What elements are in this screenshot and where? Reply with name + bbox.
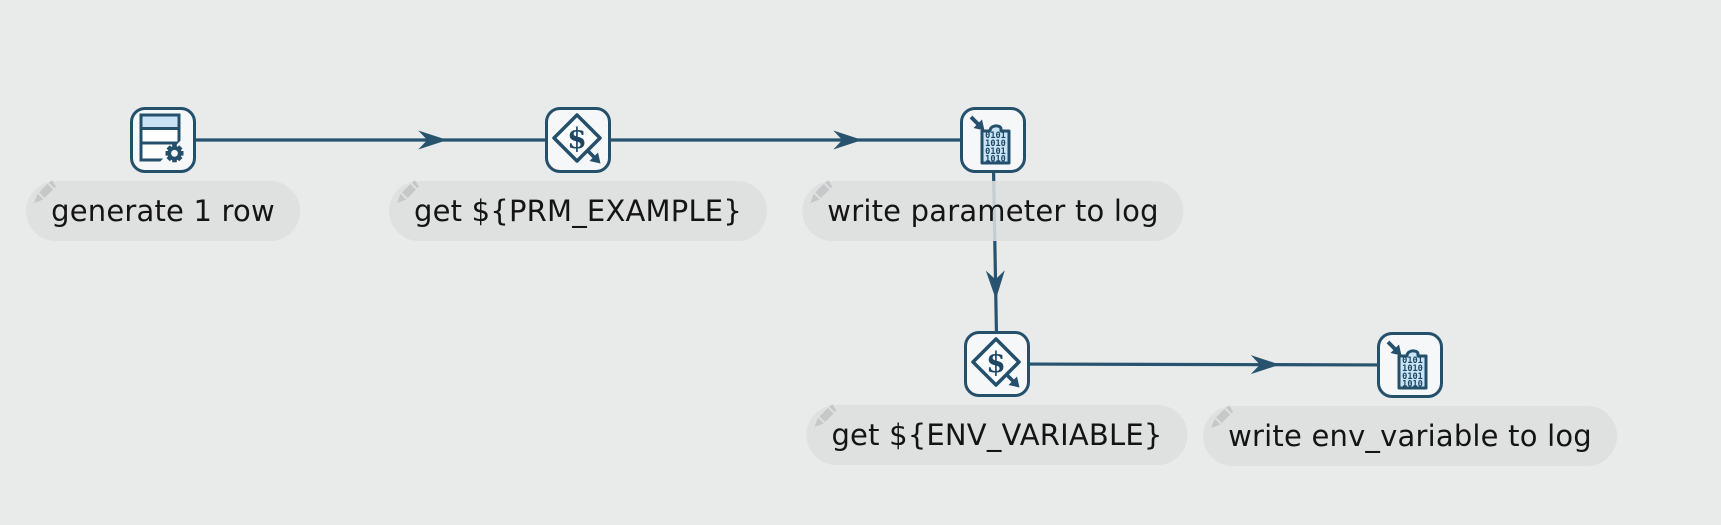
write-to-log-icon: 0101 1010 0101 1010 [969,115,1011,165]
svg-text:0101: 0101 [985,147,1006,157]
hop-arrowhead [1250,355,1280,375]
hop-arrowhead [833,130,863,150]
svg-text:$: $ [567,122,586,155]
write-to-log-icon: 0101 1010 0101 1010 [1386,340,1428,390]
step-label-generate-1-row[interactable]: generate 1 row [26,180,300,241]
step-label-text: write parameter to log [827,194,1159,228]
arrow-down-right-icon [1004,372,1020,388]
step-label-text: get ${PRM_EXAMPLE} [414,194,742,228]
arrow-down-right-icon [1386,340,1402,356]
data-grid-gear-icon [139,113,184,163]
step-label-text: get ${ENV_VARIABLE} [831,418,1163,452]
step-write-parameter-to-log[interactable]: 0101 1010 0101 1010 [960,107,1026,173]
step-generate-1-row[interactable] [130,107,196,173]
step-label-write-env-variable-to-log[interactable]: write env_variable to log [1203,405,1617,466]
step-label-text: write env_variable to log [1228,419,1592,453]
svg-text:1010: 1010 [985,155,1006,165]
hop-connector[interactable] [1029,355,1378,375]
step-label-get-env-variable[interactable]: get ${ENV_VARIABLE} [806,404,1188,465]
hop-connector[interactable] [196,130,545,150]
get-variable-icon: $ [552,113,602,164]
svg-text:1010: 1010 [1402,364,1423,374]
arrow-down-right-icon [969,115,985,131]
step-label-write-parameter-to-log[interactable]: write parameter to log [802,180,1184,241]
svg-text:$: $ [986,346,1005,379]
svg-text:0101: 0101 [1402,372,1423,382]
arrow-down-right-icon [585,148,601,164]
step-get-prm-example[interactable]: $ [545,107,611,173]
get-variable-icon: $ [971,337,1021,388]
pencil-edit-icon [1211,405,1234,428]
hop-arrowhead [985,270,1005,300]
step-get-env-variable[interactable]: $ [964,331,1030,397]
hop-arrowhead [418,130,448,150]
pencil-edit-icon [34,180,57,203]
hop-connector[interactable] [611,130,960,150]
step-write-env-variable-to-log[interactable]: 0101 1010 0101 1010 [1377,332,1443,398]
step-label-text: generate 1 row [51,194,275,228]
pencil-edit-icon [397,180,420,203]
svg-text:0101: 0101 [985,131,1006,141]
svg-text:1010: 1010 [985,139,1006,149]
pencil-edit-icon [814,404,837,427]
gear-icon [165,144,184,163]
pencil-edit-icon [810,180,833,203]
svg-text:0101: 0101 [1402,356,1423,366]
svg-text:1010: 1010 [1402,380,1423,390]
step-label-get-prm-example[interactable]: get ${PRM_EXAMPLE} [389,180,767,241]
